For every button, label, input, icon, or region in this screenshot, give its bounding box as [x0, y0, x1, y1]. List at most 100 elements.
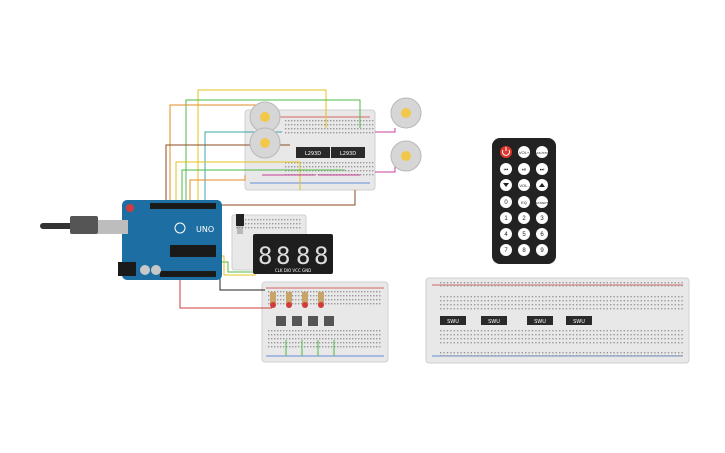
next-icon[interactable] [536, 163, 548, 175]
motor-driver-chip-2[interactable]: L293D [331, 147, 365, 158]
ir-remote[interactable]: VOL+ FUNC/STOP ⏮ ⏯ ⏭ VOL- 0 EQ ST/REPT 1… [492, 138, 556, 264]
func-stop-button[interactable] [536, 146, 548, 158]
breadboard-hole [440, 304, 442, 306]
breadboard-hole [254, 219, 256, 221]
breadboard-hole [470, 282, 472, 284]
led-resistor-group[interactable] [270, 292, 335, 356]
wire-green-3[interactable] [218, 261, 258, 273]
dc-motor-4[interactable] [390, 140, 422, 172]
power-icon[interactable] [500, 146, 512, 158]
breadboard-large[interactable]: SWU SWU SWU SWU [425, 277, 690, 364]
breadboard-hole [654, 285, 656, 287]
breadboard-hole [312, 162, 314, 164]
switch-2-label: SWU [488, 319, 500, 325]
dc-motor-2[interactable] [249, 127, 281, 159]
breadboard-hole [521, 282, 523, 284]
wire-yellow-2[interactable] [175, 161, 301, 200]
push-button-1[interactable] [276, 316, 286, 326]
breadboard-hole [562, 334, 564, 336]
switch-4[interactable]: SWU [566, 316, 592, 325]
breadboard-hole [339, 132, 341, 134]
breadboard-hole [494, 300, 496, 302]
breadboard-hole [477, 300, 479, 302]
remote-digit-button-1[interactable] [500, 212, 512, 224]
breadboard-hole [623, 308, 625, 310]
wire-orange-2[interactable] [189, 175, 246, 200]
reset-button[interactable] [126, 204, 134, 212]
remote-digit-button-5[interactable] [518, 228, 530, 240]
breadboard-hole [501, 352, 503, 354]
breadboard-hole [446, 308, 449, 310]
remote-digit-button-3[interactable] [536, 212, 548, 224]
arduino-uno-board[interactable]: UNO [40, 200, 222, 280]
wire-brown-2[interactable] [222, 190, 356, 206]
breadboard-hole [474, 355, 476, 357]
switch-3[interactable]: SWU [527, 316, 553, 325]
switch-1[interactable]: SWU [440, 316, 466, 325]
breadboard-hole [443, 282, 445, 284]
breadboard-hole [453, 352, 455, 354]
breadboard-hole [681, 296, 683, 298]
ir-receiver[interactable] [236, 214, 244, 234]
push-button-3[interactable] [308, 316, 318, 326]
eq-button[interactable] [518, 196, 530, 208]
breadboard-hole [366, 124, 368, 126]
vol-down-button[interactable] [518, 179, 530, 191]
breadboard-hole [446, 304, 449, 306]
breadboard-hole [633, 282, 636, 284]
remote-digit-button-2[interactable] [518, 212, 530, 224]
breadboard-hole [491, 342, 493, 344]
breadboard-hole [354, 132, 356, 134]
breadboard-hole [542, 338, 544, 340]
breadboard-hole [545, 300, 547, 302]
breadboard-hole [367, 330, 369, 332]
breadboard-hole [593, 330, 595, 332]
breadboard-hole [504, 338, 506, 340]
breadboard-hole [535, 296, 537, 298]
wire-yellow-1[interactable] [197, 89, 327, 205]
wire-magenta-1[interactable] [375, 128, 396, 133]
display-footer: CLK DIO VCC GND [275, 268, 311, 273]
breadboard-hole [633, 296, 636, 298]
switch-2[interactable]: SWU [481, 316, 507, 325]
breadboard-hole [266, 227, 268, 229]
breadboard-hole [376, 299, 378, 301]
header-top [150, 203, 216, 209]
remote-digit-button-8[interactable] [518, 244, 530, 256]
breadboard-hole [328, 346, 330, 348]
push-button-2[interactable] [292, 316, 302, 326]
breadboard-hole [334, 299, 336, 301]
breadboard-hole [610, 282, 612, 284]
breadboard-hole [288, 132, 290, 134]
push-button-4[interactable] [324, 316, 334, 326]
dc-motor-3[interactable] [390, 97, 422, 129]
play-pause-icon[interactable] [518, 163, 530, 175]
breadboard-hole [312, 170, 314, 172]
wire-brown-1[interactable] [165, 144, 290, 200]
wire-magenta-2[interactable] [375, 165, 396, 173]
seven-segment-display[interactable]: 8 8 8 8 CLK DIO VCC GND [253, 234, 333, 274]
zero-button[interactable] [500, 196, 512, 208]
remote-digit-button-9[interactable] [536, 244, 548, 256]
remote-digit-button-4[interactable] [500, 228, 512, 240]
breadboard-hole [538, 352, 540, 354]
motor-driver-chip-1[interactable]: L293D [296, 147, 330, 158]
breadboard-hole [298, 330, 300, 332]
breadboard-hole [367, 334, 369, 336]
prev-icon[interactable] [500, 163, 512, 175]
dc-motor-1[interactable] [249, 101, 281, 133]
remote-digit-button-6[interactable] [536, 228, 548, 240]
breadboard-hole [487, 308, 489, 310]
remote-digit-button-7[interactable] [500, 244, 512, 256]
wire-green-2[interactable] [181, 169, 345, 200]
breadboard-hole [313, 295, 315, 297]
breadboard-hole [521, 285, 523, 287]
breadboard-hole [576, 304, 578, 306]
breadboard-hole [637, 285, 639, 287]
breadboard-hole [538, 342, 540, 344]
wire-green-1[interactable] [185, 99, 361, 205]
vol-up-button[interactable] [518, 146, 530, 158]
breadboard-hole [325, 295, 327, 297]
breadboard-hole [367, 299, 369, 301]
st-rept-button[interactable] [536, 196, 548, 208]
